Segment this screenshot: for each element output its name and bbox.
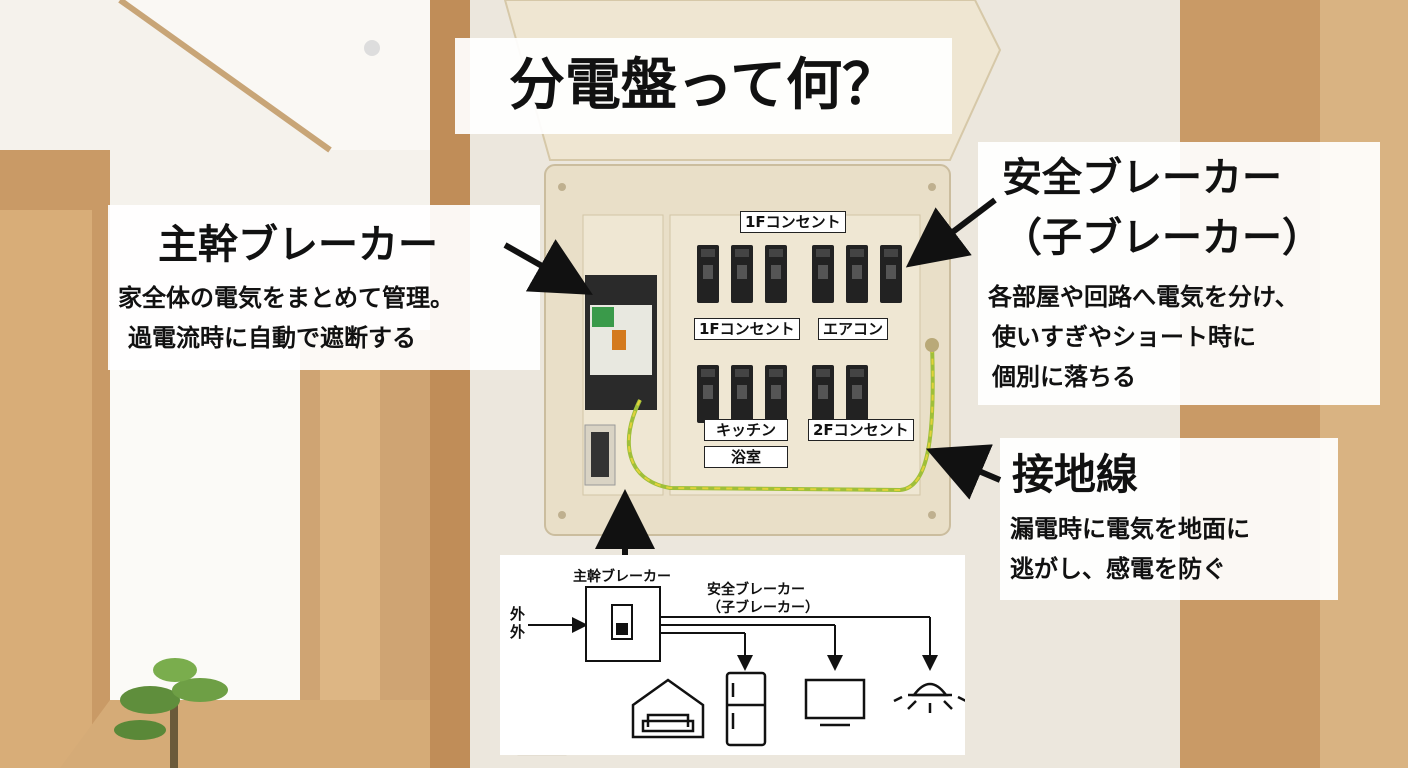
diagram-main-label: 主幹ブレーカー	[573, 569, 671, 585]
safety-breaker-desc: 使いすぎやショート時に	[992, 323, 1256, 351]
child-breaker	[765, 245, 787, 303]
child-breaker	[846, 365, 868, 423]
ground-wire-arrow	[925, 444, 1002, 500]
main-breaker-desc: 家全体の電気をまとめて管理。	[118, 284, 454, 312]
child-breaker	[846, 245, 868, 303]
safety-breaker-callout: 安全ブレーカー （子ブレーカー） 各部屋や回路へ電気を分け、 使いすぎやショート…	[978, 142, 1380, 405]
ceiling-light-icon	[893, 682, 965, 713]
diagram-input-label: 外	[510, 623, 526, 641]
ground-wire-callout: 接地線 漏電時に電気を地面に 逃がし、感電を防ぐ	[1000, 438, 1338, 600]
ground-wire-desc: 逃がし、感電を防ぐ	[1010, 555, 1226, 583]
safety-breaker-heading: 安全ブレーカー	[1002, 155, 1282, 201]
ground-wire-desc: 漏電時に電気を地面に	[1010, 515, 1250, 543]
diagram-sub-label: 安全ブレーカー	[707, 582, 805, 598]
main-breaker-callout: 主幹ブレーカー 家全体の電気をまとめて管理。 過電流時に自動で遮断する	[108, 205, 540, 370]
main-breaker-arrow	[503, 239, 593, 295]
circuit-label: キッチン	[704, 419, 788, 441]
page-title: 分電盤って何？	[508, 53, 899, 118]
circuit-label: エアコン	[818, 318, 889, 340]
child-breaker	[697, 245, 719, 303]
safety-breaker-desc: 各部屋や回路へ電気を分け、	[988, 283, 1299, 311]
diagram-input-label: 外	[510, 605, 526, 623]
circuit-label: 1Fコンセント	[740, 211, 846, 233]
house-sofa-icon	[631, 678, 705, 739]
child-breaker	[880, 245, 902, 303]
tv-icon	[804, 678, 866, 727]
child-breaker	[731, 245, 753, 303]
diagram-lines	[528, 586, 965, 747]
child-breaker	[731, 365, 753, 423]
ground-wire-heading: 接地線	[1012, 450, 1139, 499]
title-card: 分電盤って何？	[455, 38, 952, 134]
child-breaker	[765, 365, 787, 423]
circuit-label: 浴室	[704, 446, 788, 468]
child-breaker	[812, 365, 834, 423]
safety-breaker-desc: 個別に落ちる	[992, 363, 1136, 391]
diagram-sub-label: （子ブレーカー）	[707, 600, 819, 616]
main-breaker-desc: 過電流時に自動で遮断する	[128, 324, 416, 352]
safety-breaker-arrow	[905, 197, 997, 268]
main-breaker-heading: 主幹ブレーカー	[158, 222, 438, 268]
plant-icon	[114, 658, 228, 768]
circuit-diagram: 主幹ブレーカー 安全ブレーカー （子ブレーカー） 外 外	[500, 555, 965, 755]
circuit-label: 1Fコンセント	[694, 318, 800, 340]
circuit-label: 2Fコンセント	[808, 419, 914, 441]
refrigerator-icon	[725, 671, 767, 747]
safety-breaker-subheading: （子ブレーカー）	[1002, 215, 1322, 261]
child-breaker	[697, 365, 719, 423]
child-breaker	[812, 245, 834, 303]
